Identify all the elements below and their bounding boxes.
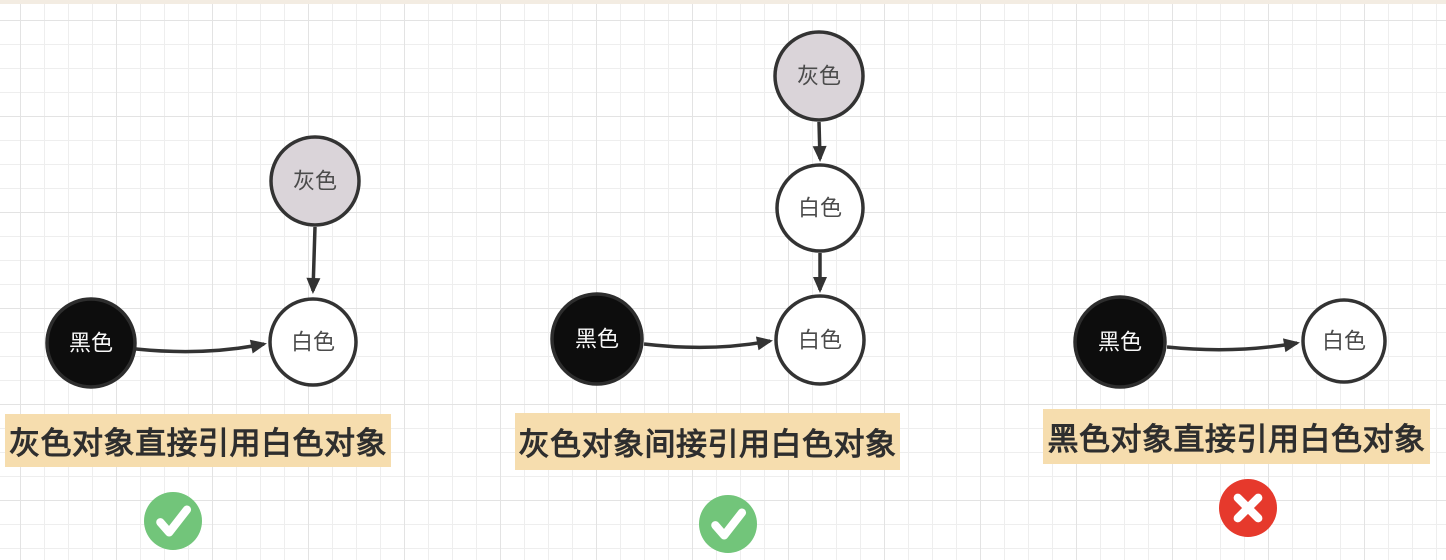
panel-direct-reference: 灰色 白色 黑色: [45, 135, 361, 389]
white-node-2: [774, 294, 866, 386]
white-node-1-label: 白色: [798, 196, 842, 221]
white-node: [1301, 298, 1387, 384]
white-node-label: 白色: [1322, 329, 1366, 354]
arrow-black-to-white: [1166, 338, 1300, 353]
black-node: [550, 292, 644, 386]
panel-black-direct-reference: 黑色 白色: [1073, 295, 1387, 389]
top-border-strip: [0, 0, 1446, 4]
arrow-gray-to-white: [812, 121, 827, 162]
black-node-label: 黑色: [1098, 330, 1142, 355]
arrow-gray-to-white: [306, 226, 321, 294]
white-node-1: [775, 163, 865, 253]
caption-black-direct-reference: 黑色对象直接引用白色对象: [1043, 409, 1430, 464]
check-circle-icon: [144, 492, 202, 550]
x-icon: [1233, 493, 1263, 523]
black-node: [1073, 295, 1167, 389]
black-node-label: 黑色: [575, 327, 619, 352]
arrow-black-to-white: [643, 336, 773, 351]
panel-indirect-reference: 灰色 白色 白色 黑色: [550, 30, 866, 386]
black-node-label: 黑色: [69, 331, 113, 356]
caption-indirect-reference: 灰色对象间接引用白色对象: [515, 413, 900, 470]
gray-node-label: 灰色: [797, 64, 841, 89]
check-circle-icon: [699, 495, 757, 553]
check-icon: [711, 508, 747, 540]
caption-direct-reference: 灰色对象直接引用白色对象: [5, 414, 391, 467]
gray-node-label: 灰色: [293, 169, 337, 194]
gray-node: [773, 30, 865, 122]
check-icon: [156, 505, 192, 537]
white-node: [268, 297, 358, 387]
gray-node: [269, 135, 361, 227]
white-node-label: 白色: [291, 330, 335, 355]
arrow-black-to-white: [135, 339, 267, 354]
x-circle-icon: [1219, 479, 1277, 537]
white-node-2-label: 白色: [798, 328, 842, 353]
black-node: [45, 297, 137, 389]
